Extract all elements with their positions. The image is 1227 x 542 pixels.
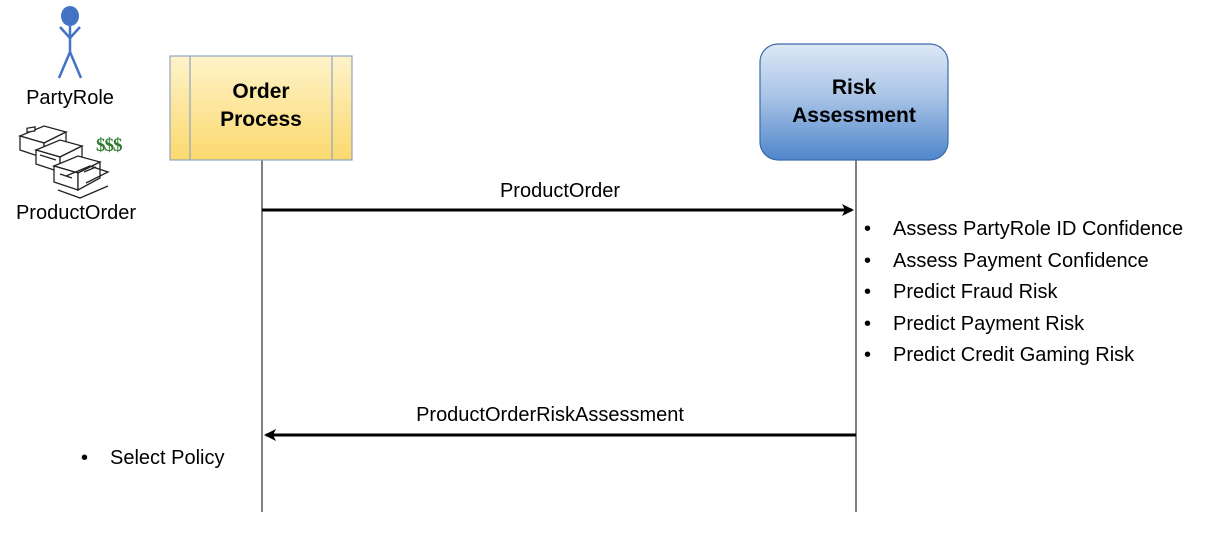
order-process-title: Order Process <box>190 78 332 134</box>
actor-label: PartyRole <box>26 87 114 109</box>
risk-assessment-title: Risk Assessment <box>760 74 948 130</box>
order-process-title-line2: Process <box>220 108 302 131</box>
risk-assessment-box[interactable] <box>759 43 949 161</box>
order-task-list: Select Policy <box>77 443 225 475</box>
order-task-item: Select Policy <box>77 443 225 475</box>
risk-task-list: Assess PartyRole ID Confidence Assess Pa… <box>860 214 1183 372</box>
actor-icon <box>57 6 83 79</box>
risk-task-item: Predict Fraud Risk <box>860 277 1183 309</box>
request-message-label: ProductOrder <box>499 180 621 202</box>
order-process-box[interactable] <box>169 55 353 161</box>
product-order-legend-label: ProductOrder <box>15 202 137 224</box>
risk-task-item: Assess Payment Confidence <box>860 246 1183 278</box>
order-process-title-line1: Order <box>232 80 290 103</box>
risk-task-item: Assess PartyRole ID Confidence <box>860 214 1183 246</box>
risk-task-item: Predict Payment Risk <box>860 309 1183 341</box>
money-symbol: $$$ <box>96 135 122 156</box>
risk-task-item: Predict Credit Gaming Risk <box>860 340 1183 372</box>
response-message-label: ProductOrderRiskAssessment <box>416 404 684 426</box>
money-stack-icon <box>18 125 110 199</box>
risk-assessment-title-line2: Assessment <box>792 104 916 127</box>
risk-assessment-title-line1: Risk <box>831 76 877 99</box>
